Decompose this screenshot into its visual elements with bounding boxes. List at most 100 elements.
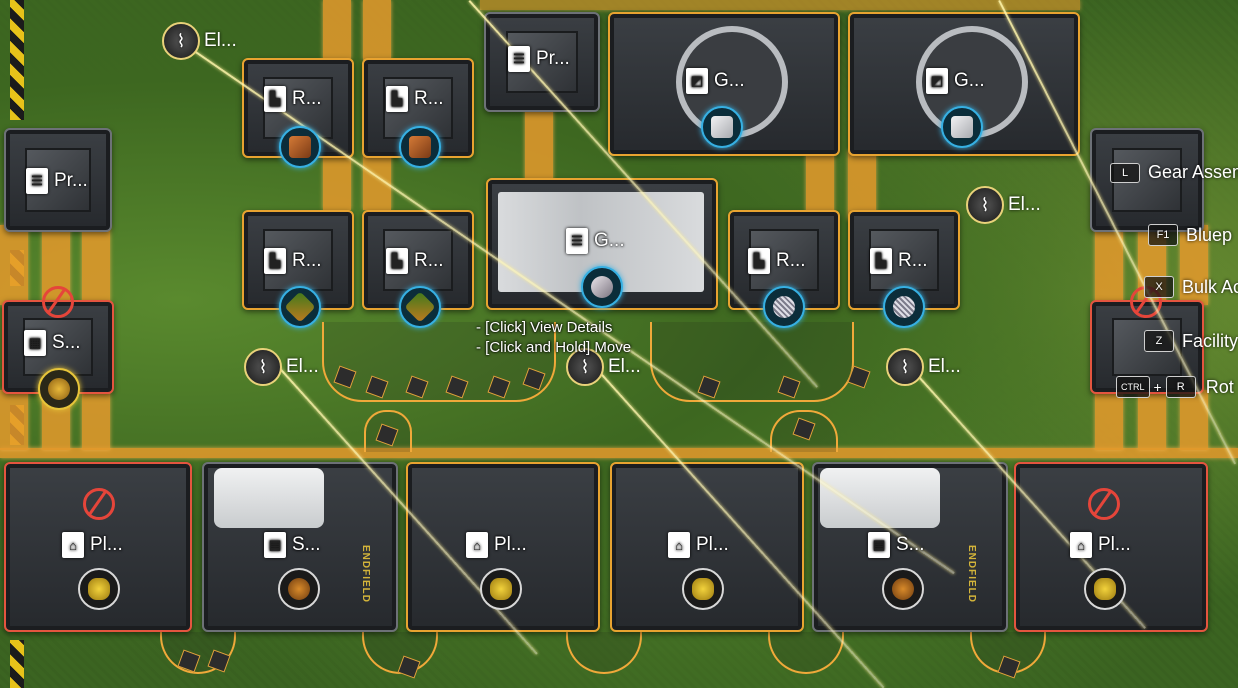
output-item-slot[interactable] <box>682 568 724 610</box>
collector-tank <box>214 468 324 528</box>
protocol-unit[interactable] <box>1090 128 1204 232</box>
output-item-slot[interactable] <box>581 266 623 308</box>
disabled-icon <box>1088 488 1120 520</box>
hotkey-bulk-action[interactable]: X Bulk Ac <box>1144 276 1238 298</box>
storage-icon: ▦ <box>24 330 46 356</box>
hazard-stripe-floor <box>10 640 24 688</box>
key-f1: F1 <box>1148 224 1178 246</box>
machine-core <box>383 229 453 291</box>
output-item-slot[interactable] <box>279 286 321 328</box>
belt[interactable] <box>323 150 351 210</box>
output-item-slot[interactable] <box>763 286 805 328</box>
protocol-icon: ☰ <box>566 228 588 254</box>
power-pylon[interactable]: ⌇El... <box>566 348 641 386</box>
belt[interactable] <box>0 448 1238 458</box>
belt[interactable] <box>848 150 876 220</box>
belt-loop-right[interactable] <box>650 322 854 402</box>
endfield-stamp: ENDFIELD <box>966 545 977 603</box>
output-item-slot[interactable] <box>941 106 983 148</box>
refinery-unit[interactable] <box>362 58 474 158</box>
hotkey-label: Facility <box>1182 330 1238 351</box>
output-item-slot[interactable] <box>278 568 320 610</box>
machine-label: S... <box>896 534 925 555</box>
belt[interactable] <box>1095 390 1123 450</box>
refinery-label: ▙R... <box>870 248 928 274</box>
machine-label: Pl... <box>1098 534 1131 555</box>
belt-loop-left[interactable] <box>322 322 556 402</box>
output-item-slot[interactable] <box>399 126 441 168</box>
output-item-slot[interactable] <box>701 106 743 148</box>
hotkey-label: Bulk Ac <box>1182 276 1238 297</box>
machine-label: G... <box>594 230 625 251</box>
belt[interactable] <box>323 0 351 60</box>
power-pylon-icon: ⌇ <box>886 348 924 386</box>
output-item-slot[interactable] <box>78 568 120 610</box>
planter-icon: ⌂ <box>466 532 488 558</box>
collector-tank <box>820 468 940 528</box>
furnace-icon: ▙ <box>386 248 408 274</box>
power-pylon[interactable]: ⌇El... <box>244 348 319 386</box>
belt[interactable] <box>1138 390 1166 450</box>
belt[interactable] <box>525 110 553 180</box>
machine-label: S... <box>292 534 321 555</box>
power-pylon[interactable]: ⌇El... <box>886 348 961 386</box>
belt[interactable] <box>480 0 1080 10</box>
pylon-label: El... <box>608 356 641 377</box>
belt[interactable] <box>0 225 28 305</box>
plant-icon <box>490 578 512 600</box>
output-item-slot[interactable] <box>883 286 925 328</box>
refinery-label: ▙ R... <box>264 248 322 274</box>
machine-label: R... <box>292 250 322 271</box>
seed-icon <box>288 578 310 600</box>
output-item-slot[interactable] <box>38 368 80 410</box>
pylon-label: El... <box>928 356 961 377</box>
key-r: R <box>1165 376 1196 398</box>
power-pylon[interactable]: ⌇El... <box>966 186 1041 224</box>
hotkey-blueprint[interactable]: F1 Bluep <box>1148 224 1232 246</box>
gearing-unit[interactable] <box>848 12 1080 156</box>
furnace-icon: ▙ <box>870 248 892 274</box>
belt[interactable] <box>1180 225 1208 305</box>
gear-unit-icon: ◩ <box>686 68 708 94</box>
power-pylon[interactable]: ⌇El... <box>162 22 237 60</box>
gearing-label: ◩G... <box>686 68 745 94</box>
belt[interactable] <box>82 390 110 450</box>
planter-icon: ⌂ <box>1070 532 1092 558</box>
planter-label: ⌂Pl... <box>466 532 527 558</box>
machine-label: R... <box>776 250 806 271</box>
belt[interactable] <box>82 225 110 305</box>
seed-collector-icon: ▤ <box>264 532 286 558</box>
belt[interactable] <box>0 390 28 450</box>
belt[interactable] <box>363 0 391 60</box>
output-item-slot[interactable] <box>399 286 441 328</box>
hotkey-title: L Gear Assem <box>1110 162 1238 183</box>
output-item-slot[interactable] <box>1084 568 1126 610</box>
white-block-icon <box>951 116 973 138</box>
furnace-icon: ▙ <box>264 248 286 274</box>
machine-label: Pl... <box>90 534 123 555</box>
machine-label: S... <box>52 332 81 353</box>
seed-collector-label: ▤ S... <box>264 532 321 558</box>
planter-label: ⌂ Pl... <box>1070 532 1131 558</box>
belt[interactable] <box>363 150 391 210</box>
disabled-icon <box>42 286 74 318</box>
machine-label: G... <box>954 70 985 91</box>
hotkey-rotate[interactable]: CTRL + R Rot <box>1116 376 1234 398</box>
storage-label: ▦ S... <box>24 330 81 356</box>
output-item-slot[interactable] <box>882 568 924 610</box>
hotkey-plus: + <box>1153 379 1162 395</box>
hotkey-facility[interactable]: Z Facility <box>1144 330 1238 352</box>
seed-icon <box>892 578 914 600</box>
belt[interactable] <box>806 150 834 220</box>
protocol-icon: L <box>1110 162 1140 183</box>
amber-crystal-icon <box>404 291 436 323</box>
white-block-icon <box>711 116 733 138</box>
output-item-slot[interactable] <box>480 568 522 610</box>
gear-unit-icon: ◩ <box>926 68 948 94</box>
furnace-icon: ▙ <box>386 86 408 112</box>
pylon-label: El... <box>286 356 319 377</box>
output-item-slot[interactable] <box>279 126 321 168</box>
seed-collector-icon: ▤ <box>868 532 890 558</box>
planter-icon: ⌂ <box>668 532 690 558</box>
refinery-unit[interactable] <box>242 210 354 310</box>
